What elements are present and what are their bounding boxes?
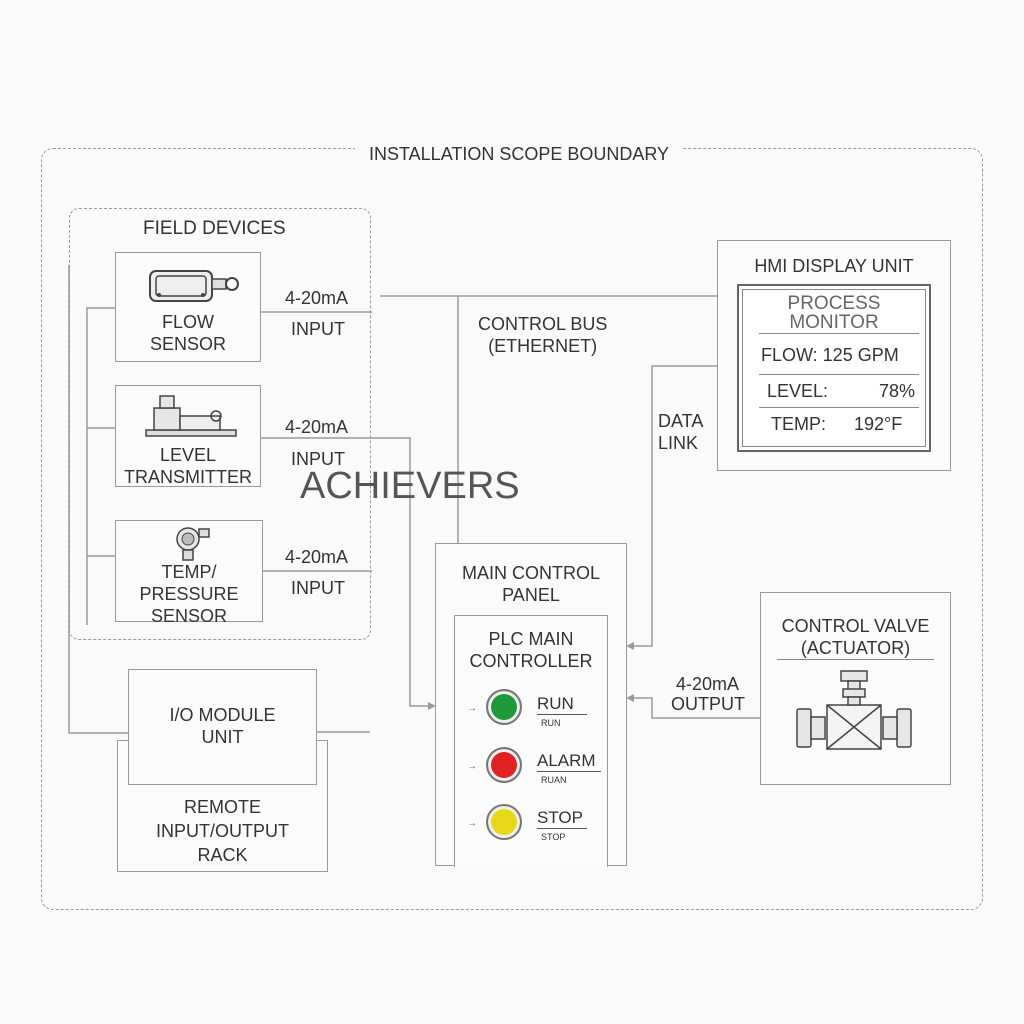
hmi-title: HMI DISPLAY UNIT <box>754 256 914 276</box>
level-signal-label: 4-20mA <box>285 417 349 437</box>
level-to-panel-line <box>372 437 432 707</box>
temp-pressure-sensor-box[interactable]: TEMP/ PRESSURE SENSOR <box>115 520 263 626</box>
level-transmitter-icon <box>145 395 237 437</box>
run-arrow-icon: → <box>467 703 477 714</box>
stop-label: STOP <box>537 808 583 827</box>
level-transmitter-box[interactable]: LEVEL TRANSMITTER <box>115 385 261 487</box>
temp-signal-type: INPUT <box>291 578 345 598</box>
remote-io-rack-label: REMOTE INPUT/OUTPUT RACK <box>156 797 289 865</box>
alarm-label: ALARM <box>537 751 596 770</box>
stop-sublabel: STOP <box>541 832 566 842</box>
hmi-temp-value: 192°F <box>854 414 903 434</box>
stop-arrow-icon: → <box>467 818 477 829</box>
hmi-level-label: LEVEL: <box>767 381 829 401</box>
data-link-label: DATA LINK <box>658 411 704 453</box>
level-transmitter-label: LEVEL TRANSMITTER <box>124 445 252 487</box>
field-device-left-bus <box>86 307 115 625</box>
io-module-label: I/O MODULE UNIT <box>169 705 276 747</box>
level-signal-type: INPUT <box>291 449 345 469</box>
scope-boundary-label: INSTALLATION SCOPE BOUNDARY <box>355 143 684 165</box>
flow-signal-type: INPUT <box>291 319 345 339</box>
watermark: ACHIEVERS <box>300 465 520 507</box>
data-link-line <box>630 365 718 647</box>
hmi-flow-reading: FLOW: 125 GPM <box>761 345 899 365</box>
hmi-screen-title: PROCESS MONITOR <box>787 293 881 333</box>
valve-output-line <box>630 697 760 719</box>
control-bus-label: CONTROL BUS (ETHERNET) <box>478 314 608 356</box>
plc-title: PLC MAIN CONTROLLER <box>469 629 593 671</box>
flow-signal-label: 4-20mA <box>285 288 349 308</box>
io-module-unit[interactable]: I/O MODULE UNIT <box>128 669 317 785</box>
control-valve-icon <box>796 670 912 750</box>
stop-indicator-button[interactable] <box>486 804 522 840</box>
control-valve-box[interactable]: CONTROL VALVE (ACTUATOR) <box>760 592 951 785</box>
main-control-panel-title: MAIN CONTROL PANEL <box>461 563 600 605</box>
flow-sensor-icon <box>149 270 239 302</box>
hmi-temp-label: TEMP: <box>771 414 827 434</box>
temp-signal-label: 4-20mA <box>285 547 349 567</box>
valve-signal-type: OUTPUT <box>671 694 745 714</box>
temp-pressure-sensor-icon <box>176 527 210 561</box>
alarm-indicator-button[interactable] <box>486 747 522 783</box>
run-label: RUN <box>537 694 574 713</box>
field-devices-group <box>69 208 371 640</box>
run-sublabel: RUN <box>541 718 561 728</box>
plc-main-controller[interactable]: PLC MAIN CONTROLLER → RUN RUN → ALARM RU… <box>454 615 608 867</box>
temp-pressure-sensor-label: TEMP/ PRESSURE SENSOR <box>139 562 239 626</box>
flow-sensor-box[interactable]: FLOW SENSOR <box>115 252 261 362</box>
alarm-sublabel: RUAN <box>541 775 567 785</box>
flow-sensor-label: FLOW SENSOR <box>149 312 227 354</box>
field-devices-title: FIELD DEVICES <box>143 218 286 239</box>
hmi-display-unit[interactable]: HMI DISPLAY UNIT PROCESS MONITOR FLOW: 1… <box>717 240 951 471</box>
hmi-level-value: 78% <box>879 381 916 401</box>
main-control-panel[interactable]: MAIN CONTROL PANEL PLC MAIN CONTROLLER →… <box>435 543 627 867</box>
run-indicator-button[interactable] <box>486 689 522 725</box>
alarm-arrow-icon: → <box>467 761 477 772</box>
valve-signal-label: 4-20mA <box>676 674 740 694</box>
hmi-screen[interactable]: PROCESS MONITOR FLOW: 125 GPM LEVEL: 78%… <box>737 284 931 452</box>
control-valve-label: CONTROL VALVE (ACTUATOR) <box>781 616 930 658</box>
